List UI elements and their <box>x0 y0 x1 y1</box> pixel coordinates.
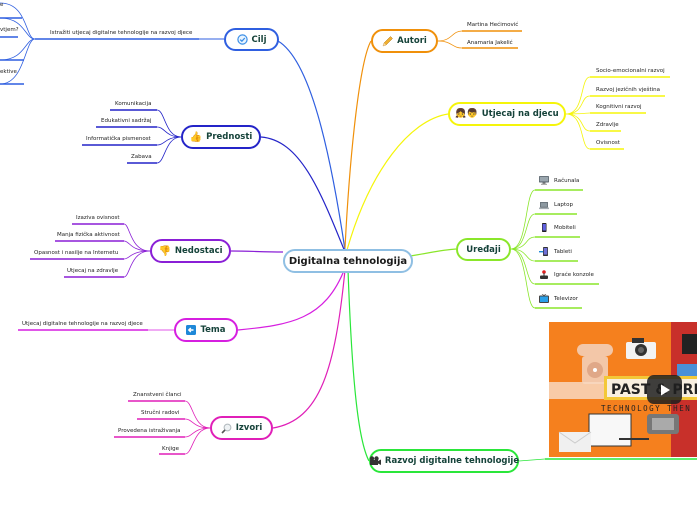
tema-child[interactable]: Utjecaj digitalne tehnologije na razvoj … <box>22 321 143 327</box>
cilj-child[interactable]: Istražiti utjecaj digitalne tehnologije … <box>50 30 193 36</box>
izvori-child[interactable]: Stručni radovi <box>141 410 180 416</box>
children-icon: 👧👦 <box>455 109 478 119</box>
connector-autori <box>344 40 372 249</box>
central-label: Digitalna tehnologija <box>288 255 408 267</box>
uredjaji-child[interactable]: Laptop <box>554 202 573 208</box>
connector-prednosti <box>260 136 346 253</box>
branch-tema[interactable]: Tema <box>174 318 238 342</box>
joystick-icon <box>540 270 548 279</box>
prednosti-child[interactable]: Edukativni sadržaj <box>101 118 152 124</box>
film-camera-icon <box>369 456 381 466</box>
prednosti-child[interactable]: Informatička pismenost <box>86 136 151 142</box>
magnifier-icon <box>221 423 232 434</box>
branch-cilj[interactable]: Cilj <box>224 28 279 51</box>
branch-prednosti[interactable]: 👍 Prednosti <box>181 125 261 149</box>
connector-uredjaji <box>409 248 457 257</box>
check-circle-icon <box>236 34 248 45</box>
branch-cilj-label: Cilj <box>251 34 267 45</box>
connector-izvori <box>272 269 346 429</box>
nedostaci-child[interactable]: Manja fizička aktivnost <box>57 232 120 238</box>
branch-uredjaji-label: Uređaji <box>466 244 501 255</box>
connector-nedostaci <box>230 250 284 253</box>
thumbs-up-icon: 👍 <box>189 131 203 143</box>
uredjaji-child[interactable]: Tableti <box>554 249 572 255</box>
izvori-child[interactable]: Provedena istraživanja <box>118 428 181 434</box>
branch-nedostaci-label: Nedostaci <box>174 246 223 256</box>
izvori-child[interactable]: Knjige <box>162 446 180 452</box>
autori-child[interactable]: Martina Hećimović <box>467 22 519 28</box>
phone-icon <box>542 223 547 232</box>
nedostaci-child[interactable]: Utjecaj na zdravlje <box>67 268 119 274</box>
utjecaj-child[interactable]: Zdravlje <box>596 122 619 128</box>
cilj-grandchild[interactable]: vtjem? <box>0 27 19 33</box>
laptop-icon <box>539 202 549 210</box>
nedostaci-child[interactable]: Opasnost i nasilje na Internetu <box>34 250 119 256</box>
video-title-line2: TECHNOLOGY THEN <box>601 404 691 413</box>
tablet-icon <box>539 247 548 256</box>
branch-utjecaj[interactable]: 👧👦 Utjecaj na djecu <box>448 102 566 126</box>
connector-cilj <box>277 40 346 251</box>
branch-izvori-label: Izvori <box>235 423 263 433</box>
branch-autori-label: Autori <box>397 36 427 46</box>
utjecaj-child[interactable]: Kognitivni razvoj <box>596 104 642 110</box>
branch-prednosti-label: Prednosti <box>206 132 253 142</box>
uredjaji-child[interactable]: Računala <box>554 178 580 184</box>
play-icon <box>660 384 670 395</box>
connector-tema <box>237 267 346 331</box>
prednosti-child[interactable]: Zabava <box>131 154 152 160</box>
utjecaj-child[interactable]: Razvoj jezičnih vještina <box>596 87 661 93</box>
connector-utjecaj <box>346 113 449 251</box>
branch-utjecaj-label: Utjecaj na djecu <box>481 109 559 119</box>
branch-tema-label: Tema <box>200 325 226 335</box>
autori-child[interactable]: Anamaria Jakelić <box>467 40 513 46</box>
uredjaji-child[interactable]: Igraće konzole <box>554 272 594 278</box>
branch-autori[interactable]: Autori <box>371 29 438 53</box>
prednosti-child[interactable]: Komunikacija <box>115 101 152 107</box>
uredjaji-child[interactable]: Mobiteli <box>554 225 576 231</box>
izvori-child[interactable]: Znanstveni članci <box>133 392 182 398</box>
cilj-grandchild[interactable]: e <box>0 2 4 8</box>
branch-uredjaji[interactable]: Uređaji <box>456 238 511 261</box>
tv-icon <box>539 294 549 303</box>
uredjaji-child[interactable]: Televizor <box>554 296 579 302</box>
branch-nedostaci[interactable]: 👎 Nedostaci <box>150 239 231 263</box>
branch-razvoj[interactable]: Razvoj digitalne tehnologije <box>369 449 519 473</box>
utjecaj-child[interactable]: Ovisnost <box>596 140 620 146</box>
video-thumbnail[interactable]: PAST & PRE TECHNOLOGY THEN <box>549 322 697 457</box>
thumbs-down-icon: 👎 <box>158 245 171 257</box>
branch-izvori[interactable]: Izvori <box>210 416 273 440</box>
desktop-icon <box>539 176 549 185</box>
connector-razvoj <box>347 269 370 462</box>
branch-razvoj-label: Razvoj digitalne tehnologije <box>384 456 520 466</box>
pencil-icon <box>382 35 394 47</box>
utjecaj-child[interactable]: Socio-emocionalni razvoj <box>596 68 665 74</box>
arrow-left-icon <box>186 325 197 335</box>
cilj-grandchild[interactable]: ektive <box>0 69 17 75</box>
central-node[interactable]: Digitalna tehnologija <box>283 249 413 273</box>
play-button[interactable] <box>647 375 682 404</box>
nedostaci-child[interactable]: Izaziva ovisnost <box>76 215 120 221</box>
